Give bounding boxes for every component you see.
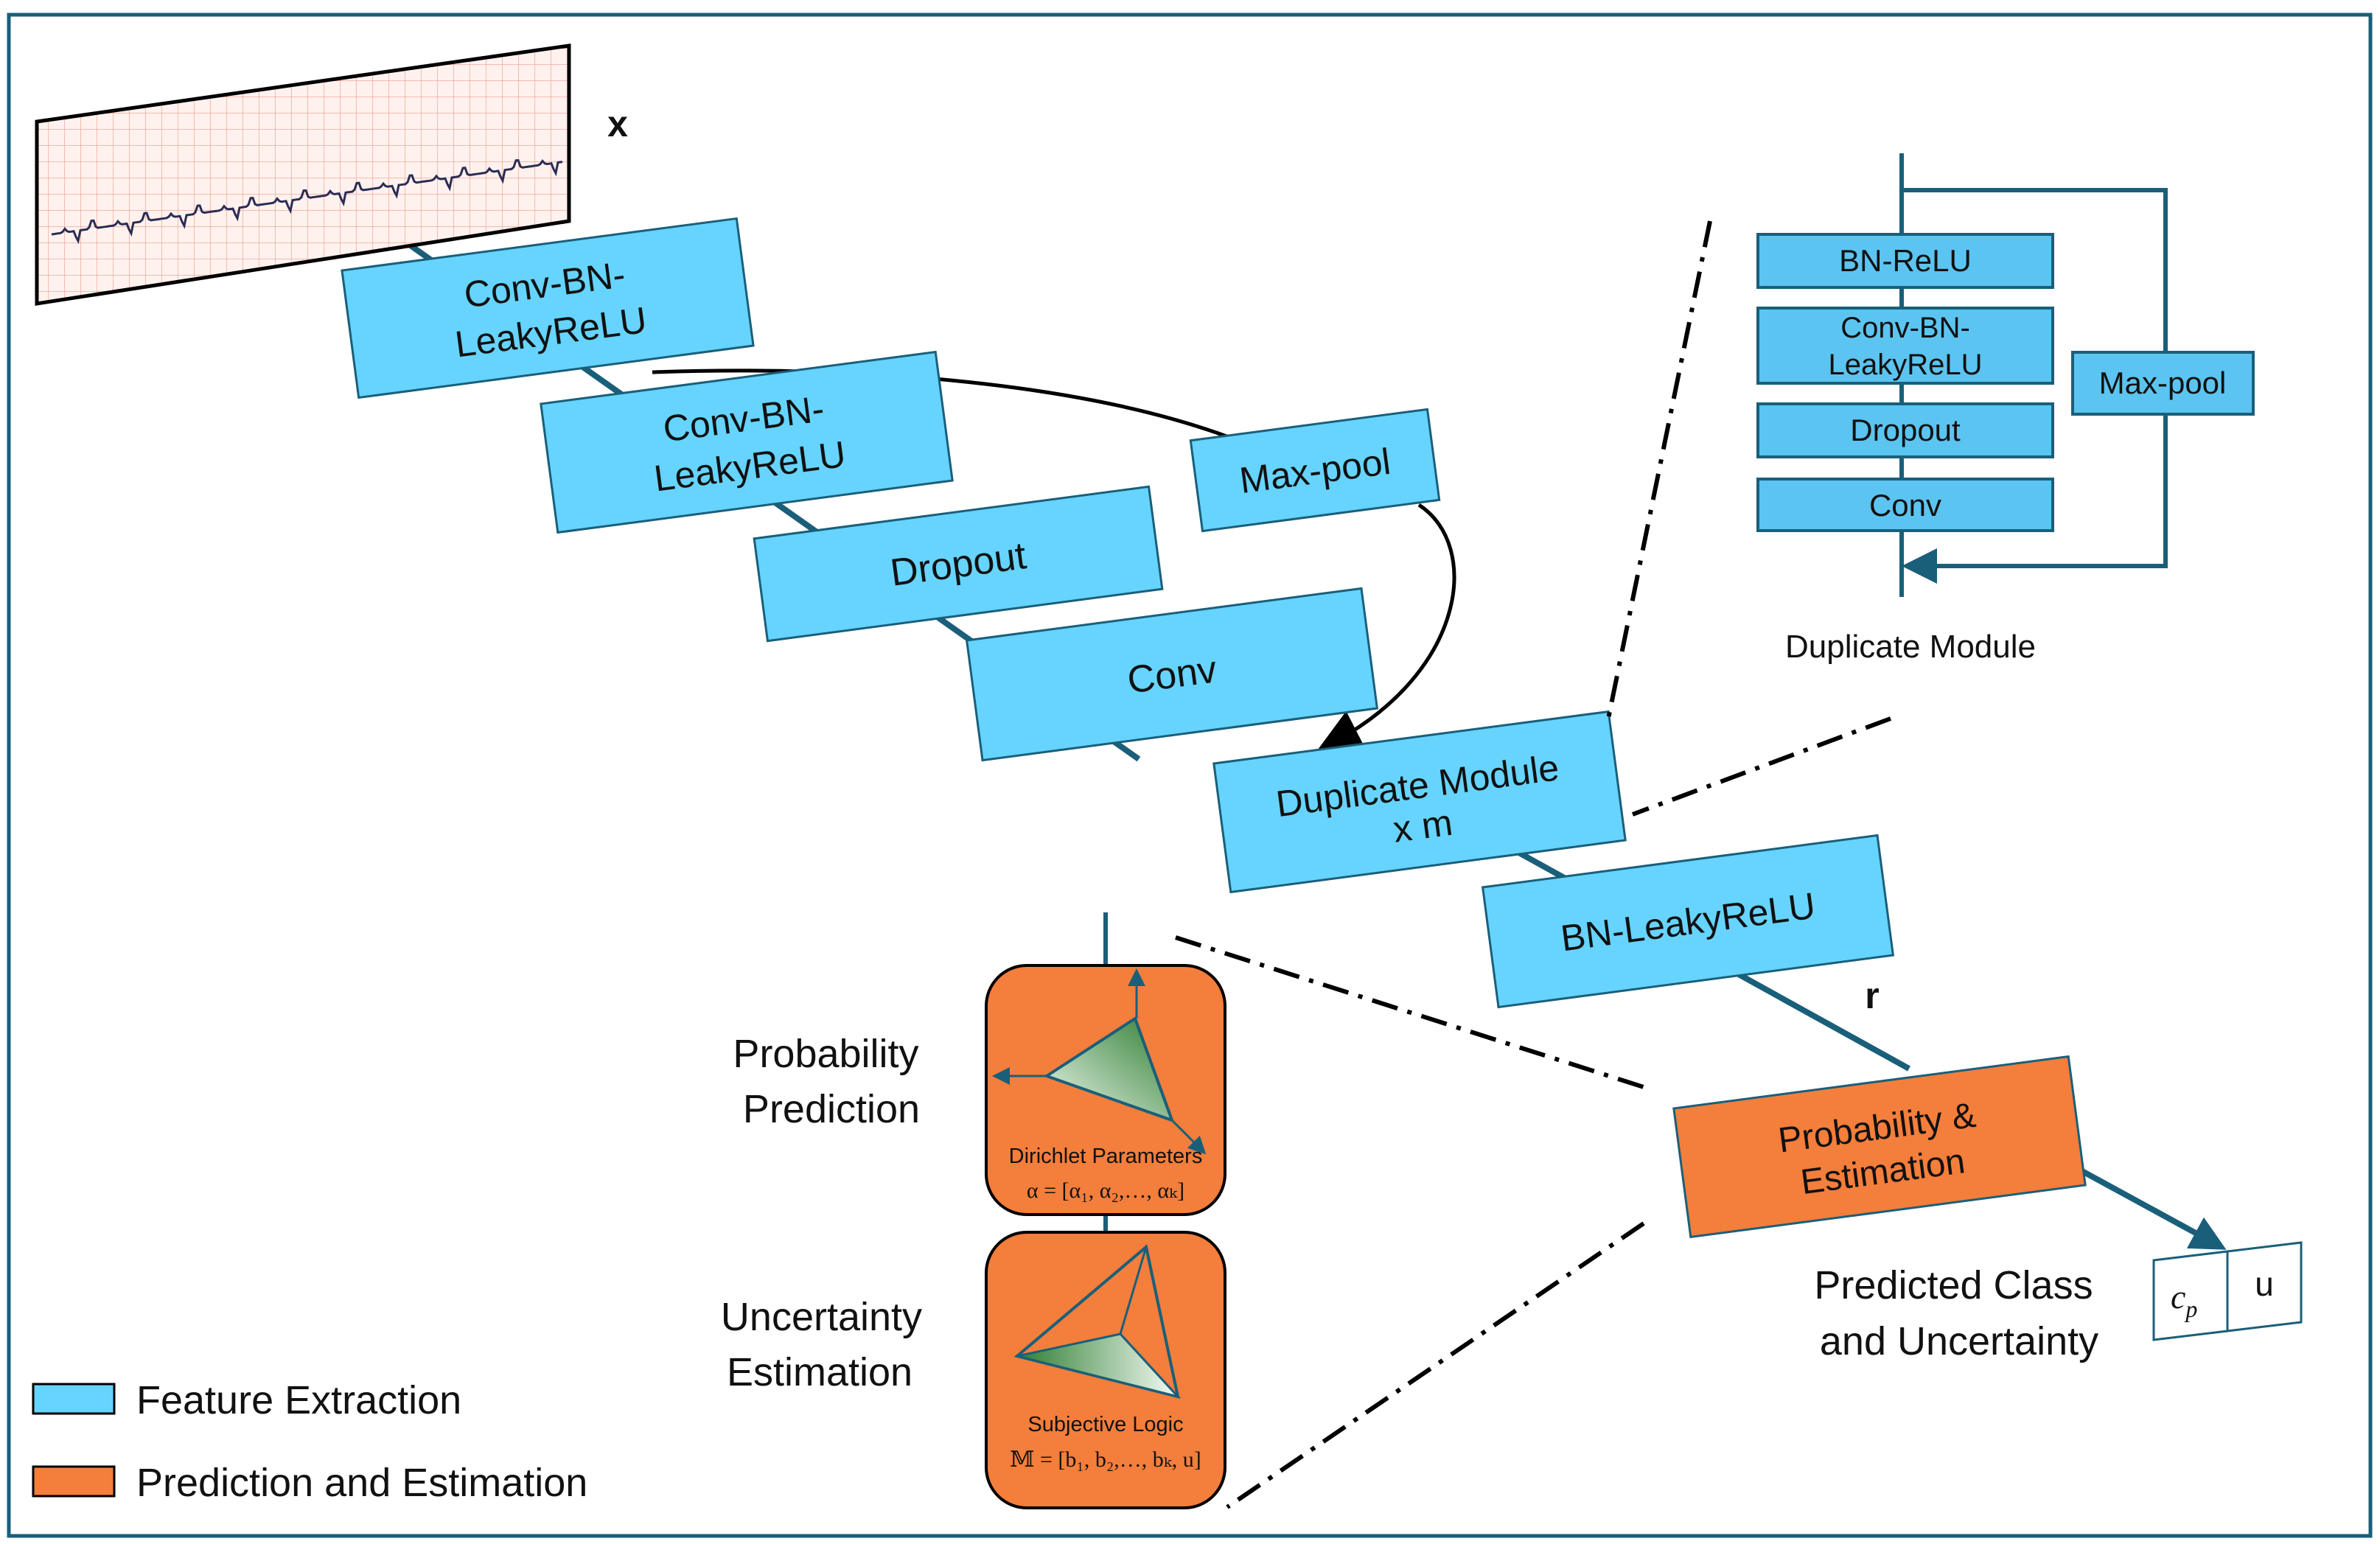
duplicate-module-detail: BN-ReLU Conv-BN- LeakyReLU Dropout Conv …: [1756, 153, 2255, 665]
svg-text:Conv-BN-: Conv-BN-: [1840, 312, 1970, 344]
duplicate-module-block: Duplicate Module x m: [1212, 710, 1627, 894]
detail-bn-relu-block: BN-ReLU: [1756, 233, 2054, 289]
probability-prediction-panel: Dirichlet Parameters α = [α₁, α₂,…, αₖ]: [985, 964, 1226, 1216]
duplicate-module-caption: Duplicate Module: [1785, 629, 2036, 665]
legend: Feature Extraction Prediction and Estima…: [32, 1378, 587, 1505]
outer-frame: [7, 13, 2373, 1538]
svg-text:Subjective Logic: Subjective Logic: [1027, 1413, 1183, 1436]
conv-block: Conv: [965, 587, 1379, 762]
dirichlet-simplex: [1043, 1016, 1175, 1123]
skip-connection-curve: [652, 368, 1239, 443]
svg-text:BN-ReLU: BN-ReLU: [1839, 243, 1972, 278]
probability-estimation-block: Probability & Estimation: [1672, 1055, 2087, 1239]
svg-text:Dirichlet Parameters: Dirichlet Parameters: [1009, 1145, 1203, 1168]
maxpool-block: Max-pool: [1189, 408, 1441, 533]
svg-text:x m: x m: [1391, 802, 1455, 850]
output-vector: cp u: [2152, 1241, 2303, 1341]
maxpool-to-duplicate-arrow: [1316, 503, 1456, 751]
uncertainty-symbol: u: [2255, 1265, 2274, 1303]
detail-conv-bn-leakyrelu-block: Conv-BN- LeakyReLU: [1756, 307, 2054, 385]
svg-text:Conv: Conv: [1869, 488, 1941, 523]
svg-text:𝕄 = [b₁, b₂,…, bₖ, u]: 𝕄 = [b₁, b₂,…, bₖ, u]: [1010, 1447, 1201, 1472]
svg-text:LeakyReLU: LeakyReLU: [1828, 349, 1982, 381]
uncertainty-estimation-panel: Subjective Logic 𝕄 = [b₁, b₂,…, bₖ, u]: [985, 1231, 1226, 1509]
zoom-lines: [1175, 220, 1892, 1509]
svg-text:α = [α₁, α₂,…, αₖ]: α = [α₁, α₂,…, αₖ]: [1027, 1178, 1184, 1203]
svg-text:Max-pool: Max-pool: [2099, 366, 2227, 400]
legend-feature-swatch: [32, 1383, 116, 1415]
uncertainty-estimation-caption: Uncertainty Estimation: [721, 1295, 933, 1394]
conv-bn-leakyrelu-block-1: Conv-BN- LeakyReLU: [341, 217, 755, 399]
ecg-trace: [51, 158, 563, 245]
ecg-signal: [35, 43, 571, 306]
legend-feature-label: Feature Extraction: [136, 1378, 461, 1422]
dropout-block: Dropout: [753, 485, 1164, 643]
legend-prediction-label: Prediction and Estimation: [136, 1461, 587, 1505]
conv-bn-leakyrelu-block-2: Conv-BN- LeakyReLU: [540, 350, 954, 534]
output-caption: Predicted Class and Uncertainty: [1814, 1263, 2104, 1363]
detail-conv-block: Conv: [1756, 478, 2054, 532]
bn-leakyrelu-block: BN-LeakyReLU: [1481, 834, 1895, 1009]
svg-text:Dropout: Dropout: [1850, 413, 1961, 447]
input-label: x: [607, 103, 628, 144]
legend-prediction-swatch: [32, 1465, 116, 1498]
detail-dropout-block: Dropout: [1756, 402, 2054, 458]
class-symbol: cp: [2171, 1278, 2197, 1322]
detail-maxpool-block: Max-pool: [2071, 351, 2255, 416]
probability-prediction-caption: Probability Prediction: [733, 1032, 929, 1131]
feature-label: r: [1865, 975, 1879, 1016]
